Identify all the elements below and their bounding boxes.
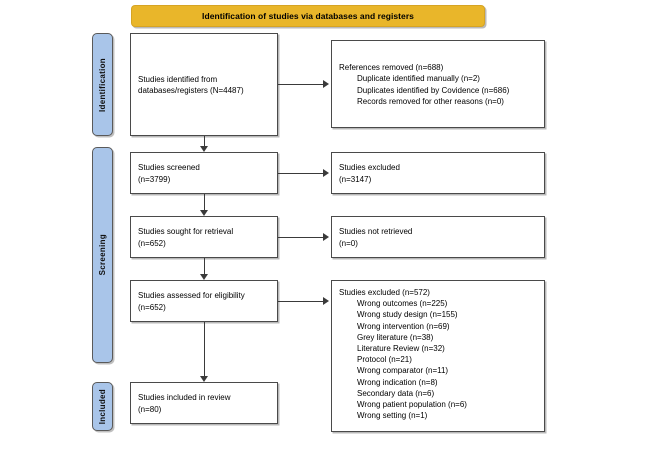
box-excluded-reason: Wrong comparator (n=11)	[357, 366, 449, 376]
stage-label-screening-text: Screening	[98, 234, 107, 276]
box-studies-assessed-line1: Studies assessed for eligibility	[138, 291, 245, 301]
connector-screened-to-excluded	[278, 173, 323, 174]
box-excluded-reason: Wrong outcomes (n=225)	[357, 299, 448, 309]
connector-identified-to-removed	[278, 84, 323, 85]
stage-label-screening: Screening	[92, 147, 113, 363]
box-references-removed-item: Duplicates identified by Covidence (n=68…	[357, 85, 510, 95]
box-studies-sought-for-retrieval: Studies sought for retrieval (n=652)	[130, 216, 278, 258]
box-studies-included-line2: (n=80)	[138, 404, 162, 414]
arrowhead-sought-to-assessed	[200, 274, 208, 280]
connector-screened-to-sought	[204, 194, 205, 210]
box-excluded-reason: Secondary data (n=6)	[357, 388, 435, 398]
box-excluded-reason: Protocol (n=21)	[357, 355, 412, 365]
arrowhead-screened-to-excluded	[323, 169, 329, 177]
box-excluded-reason: Grey literature (n=38)	[357, 332, 434, 342]
box-studies-screened-line1: Studies screened	[138, 163, 200, 173]
arrowhead-identified-to-screened	[200, 146, 208, 152]
connector-identified-to-screened	[204, 136, 205, 146]
box-studies-identified-line2: databases/registers (N=4487)	[138, 86, 244, 95]
box-studies-screened: Studies screened (n=3799)	[130, 152, 278, 194]
box-studies-screened-line2: (n=3799)	[138, 174, 171, 184]
stage-label-identification-text: Identification	[98, 57, 107, 112]
connector-assessed-to-excluded	[278, 301, 323, 302]
arrowhead-sought-to-not-retrieved	[323, 233, 329, 241]
box-excluded-reason: Wrong patient population (n=6)	[357, 400, 467, 410]
box-studies-not-retrieved: Studies not retrieved (n=0)	[331, 216, 545, 258]
box-excluded-reason: Wrong indication (n=8)	[357, 377, 438, 387]
box-studies-excluded-screening-line1: Studies excluded	[339, 163, 400, 173]
box-studies-excluded-eligibility-title: Studies excluded (n=572)	[339, 288, 430, 297]
arrowhead-screened-to-sought	[200, 210, 208, 216]
box-studies-not-retrieved-line1: Studies not retrieved	[339, 227, 413, 237]
box-excluded-reason: Wrong intervention (n=69)	[357, 321, 450, 331]
box-excluded-reason: Wrong setting (n=1)	[357, 411, 428, 421]
connector-sought-to-assessed	[204, 258, 205, 274]
box-studies-assessed-for-eligibility: Studies assessed for eligibility (n=652)	[130, 280, 278, 322]
arrowhead-identified-to-removed	[323, 80, 329, 88]
box-excluded-reason: Literature Review (n=32)	[357, 344, 445, 354]
box-references-removed-item: Records removed for other reasons (n=0)	[357, 96, 504, 106]
box-studies-included-line1: Studies included in review	[138, 393, 231, 403]
box-references-removed-item: Duplicate identified manually (n=2)	[357, 74, 480, 84]
stage-label-identification: Identification	[92, 33, 113, 136]
box-studies-not-retrieved-line2: (n=0)	[339, 238, 358, 248]
box-studies-excluded-eligibility: Studies excluded (n=572) Wrong outcomes …	[331, 280, 545, 432]
box-references-removed-title: References removed (n=688)	[339, 63, 444, 73]
box-studies-identified-line1: Studies identified from	[138, 74, 218, 84]
connector-sought-to-not-retrieved	[278, 237, 323, 238]
box-studies-sought-line1: Studies sought for retrieval	[138, 227, 234, 237]
box-studies-excluded-screening-line2: (n=3147)	[339, 174, 372, 184]
box-excluded-reason: Wrong study design (n=155)	[357, 310, 458, 320]
connector-assessed-to-included	[204, 322, 205, 376]
box-studies-excluded-screening: Studies excluded (n=3147)	[331, 152, 545, 194]
box-studies-assessed-line2: (n=652)	[138, 302, 166, 312]
box-references-removed: References removed (n=688) Duplicate ide…	[331, 40, 545, 128]
arrowhead-assessed-to-excluded	[323, 297, 329, 305]
diagram-header-banner: Identification of studies via databases …	[131, 5, 485, 27]
box-studies-included-in-review: Studies included in review (n=80)	[130, 382, 278, 424]
stage-label-included-text: Included	[98, 388, 107, 425]
box-studies-sought-line2: (n=652)	[138, 238, 166, 248]
header-title: Identification of studies via databases …	[202, 11, 414, 21]
box-studies-identified: Studies identified from databases/regist…	[130, 33, 278, 136]
stage-label-included: Included	[92, 382, 113, 431]
arrowhead-assessed-to-included	[200, 376, 208, 382]
